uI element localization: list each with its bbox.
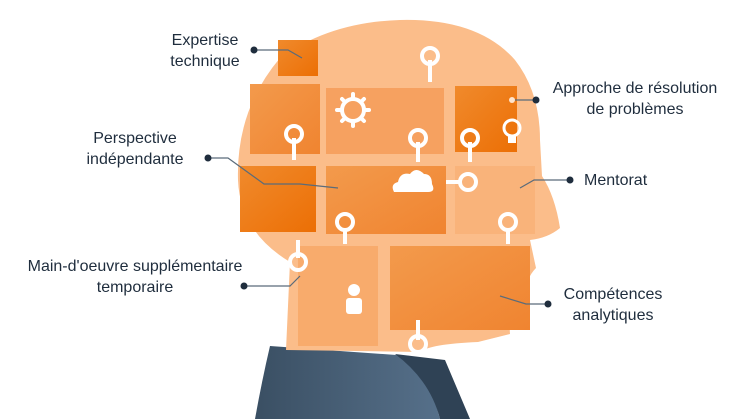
piece-left-upper <box>250 84 320 154</box>
leader-mentoring <box>519 179 570 189</box>
lightbulb-icon <box>502 118 522 143</box>
leader-perspective <box>208 157 339 189</box>
label-approach: Approche de résolution de problèmes <box>552 80 718 118</box>
piece-mentoring <box>455 166 535 234</box>
leader-workforce <box>244 275 301 287</box>
label-analytics: Compétences analytiques <box>563 286 663 324</box>
label-mentoring: Mentorat <box>584 172 648 189</box>
cloud-icon <box>392 170 434 192</box>
piece-approach <box>455 86 517 152</box>
suit-lapel <box>395 354 470 419</box>
gear-icon <box>335 92 371 128</box>
leader-lines <box>208 49 570 305</box>
leader-analytics <box>499 295 548 305</box>
puzzle-connectors <box>284 46 518 354</box>
piece-analytics <box>390 246 530 330</box>
piece-workforce <box>298 246 378 346</box>
piece-expertise <box>278 40 318 76</box>
label-workforce: Main-d'oeuvre supplémentaire temporaire <box>27 258 243 296</box>
piece-perspective <box>240 166 316 232</box>
leader-dots <box>204 46 574 308</box>
suit-shoulders <box>255 346 440 419</box>
person-icon <box>346 284 362 314</box>
label-perspective: Perspective indépendante <box>86 130 184 168</box>
label-expertise: Expertise technique <box>170 32 240 70</box>
leader-expertise <box>254 49 303 59</box>
